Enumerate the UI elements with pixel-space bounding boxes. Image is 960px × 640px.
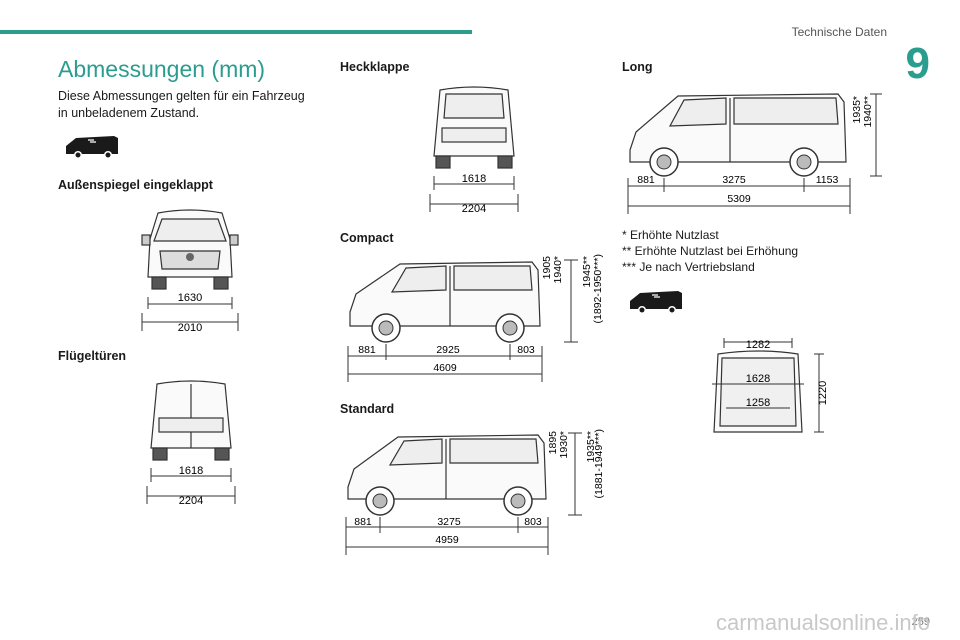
standard-overhang-front: 881 [354,516,372,528]
compact-length: 4609 [433,362,457,374]
cargo-width-top: 1282 [746,339,770,351]
front-view-drawing: 1630 2010 [141,209,239,333]
header-accent-bar [0,30,472,34]
page-number: 259 [911,616,930,628]
long-wheelbase: 3275 [722,174,746,186]
standard-overhang-rear: 803 [524,516,542,528]
compact-overhang-rear: 803 [517,344,535,356]
standard-length: 4959 [435,534,459,546]
front-width-body: 1630 [178,292,202,304]
standard-height-1: 1895 [547,431,559,455]
intro-text: Diese Abmessungen gelten für ein Fahrzeu… [58,89,305,120]
label-wing-doors: Flügeltüren [58,349,127,363]
label-compact: Compact [340,231,394,245]
chapter-number: 9 [905,39,930,88]
cargo-width-mid: 1628 [746,373,770,385]
label-long: Long [622,60,653,74]
cargo-width-bottom: 1258 [746,397,770,409]
page-title: Abmessungen (mm) [58,56,266,82]
long-height-2: 1940** [862,96,874,128]
section-title: Technische Daten [791,25,887,39]
standard-height-3: 1935** [585,431,597,463]
note-2: ** Erhöhte Nutzlast bei Erhöhung [622,244,799,258]
label-standard: Standard [340,402,395,416]
tailgate-rear-drawing: 1618 2204 [429,86,519,214]
label-mirrors-folded: Außenspiegel eingeklappt [58,178,213,192]
watermark: carmanualsonline.info [715,610,930,635]
standard-wheelbase: 3275 [437,516,461,528]
wing-width-total: 2204 [179,495,203,506]
standard-side-drawing: 881 3275 803 4959 1895 1930* 1935** (188… [345,429,604,555]
compact-height-4: (1892-1950***) [592,254,604,323]
wing-width-body: 1618 [179,465,203,477]
note-3: *** Je nach Vertriebsland [622,260,755,274]
van-pictogram-icon [66,136,118,159]
long-side-drawing: 881 3275 1153 5309 1935* 1940** [627,93,882,214]
note-1: * Erhöhte Nutzlast [622,228,719,242]
van-pictogram-icon [630,291,682,314]
long-length: 5309 [727,193,751,205]
compact-overhang-front: 881 [358,344,376,356]
long-height-1: 1935* [851,96,863,123]
front-width-total: 2010 [178,322,202,333]
standard-height-4: (1881-1949***) [593,429,604,498]
cargo-area-drawing: 1282 1628 1258 1220 [712,338,829,433]
tail-width-body: 1618 [462,173,486,185]
compact-wheelbase: 2925 [436,344,460,356]
wing-doors-rear-drawing: 1618 2204 [146,380,236,506]
label-tailgate: Heckklappe [340,60,410,74]
long-overhang-front: 881 [637,174,655,186]
compact-height-3: 1945** [581,256,593,288]
compact-height-1: 1905 [541,256,553,280]
standard-height-2: 1930* [558,431,570,458]
cargo-height: 1220 [817,381,829,405]
compact-height-2: 1940* [552,256,564,283]
long-overhang-rear: 1153 [816,174,839,186]
compact-side-drawing: 881 2925 803 4609 1905 1940* 1945** (189… [347,254,604,382]
tail-width-total: 2204 [462,203,486,214]
